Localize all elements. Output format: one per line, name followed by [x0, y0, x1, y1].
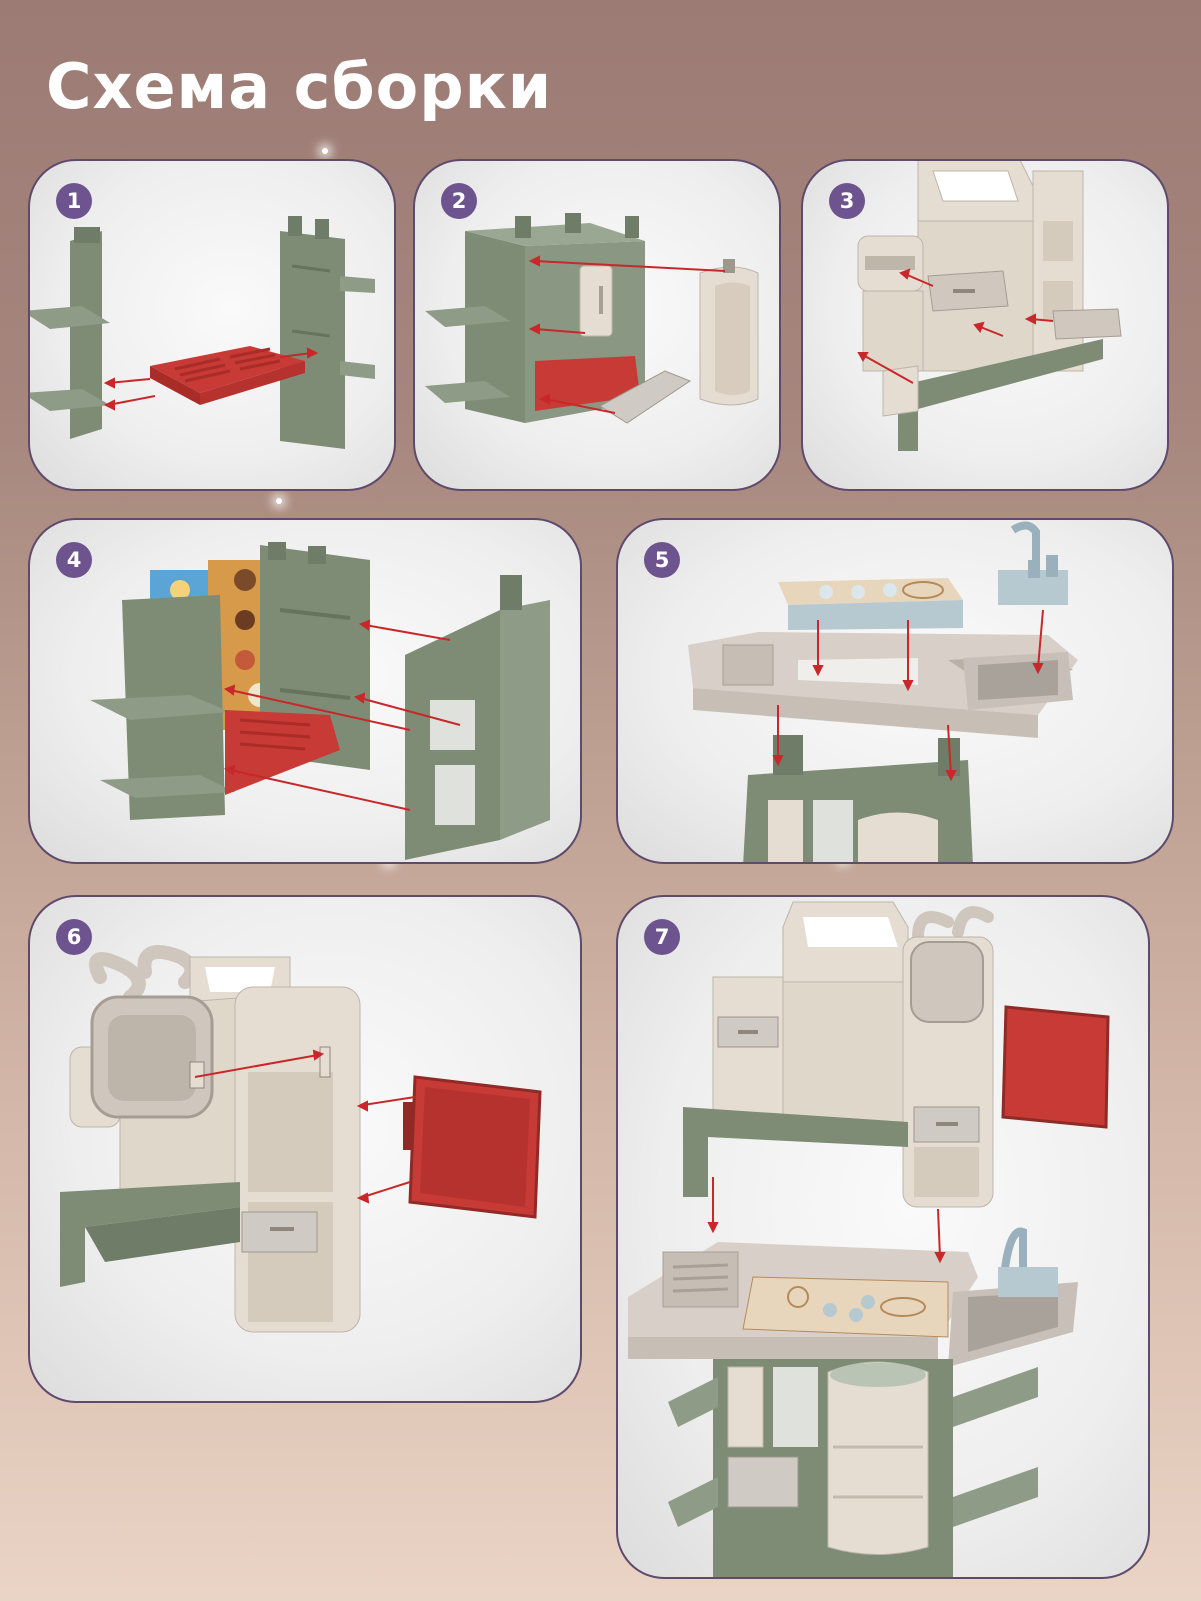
step-6-illustration	[60, 945, 542, 1333]
step-4-panel: 4	[28, 518, 582, 864]
step-5-illustration	[688, 521, 1078, 862]
step-7-illustration	[628, 901, 1110, 1577]
step-number-badge: 7	[644, 919, 680, 955]
step-number-badge: 6	[56, 919, 92, 955]
step-number-badge: 3	[829, 183, 865, 219]
step-2-panel: 2	[413, 159, 781, 491]
step-number-badge: 1	[56, 183, 92, 219]
step-number-badge: 5	[644, 542, 680, 578]
step-3-illustration	[857, 161, 1122, 451]
step-4-illustration	[90, 542, 550, 860]
step-1-panel: 1	[28, 159, 396, 491]
step-3-panel: 3	[801, 159, 1169, 491]
step-6-panel: 6	[28, 895, 582, 1403]
page-title: Схема сборки	[46, 50, 553, 123]
step-number-badge: 4	[56, 542, 92, 578]
step-number-badge: 2	[441, 183, 477, 219]
step-5-panel: 5	[616, 518, 1174, 864]
step-7-panel: 7	[616, 895, 1150, 1579]
step-2-illustration	[425, 213, 759, 424]
step-1-illustration	[30, 216, 375, 449]
